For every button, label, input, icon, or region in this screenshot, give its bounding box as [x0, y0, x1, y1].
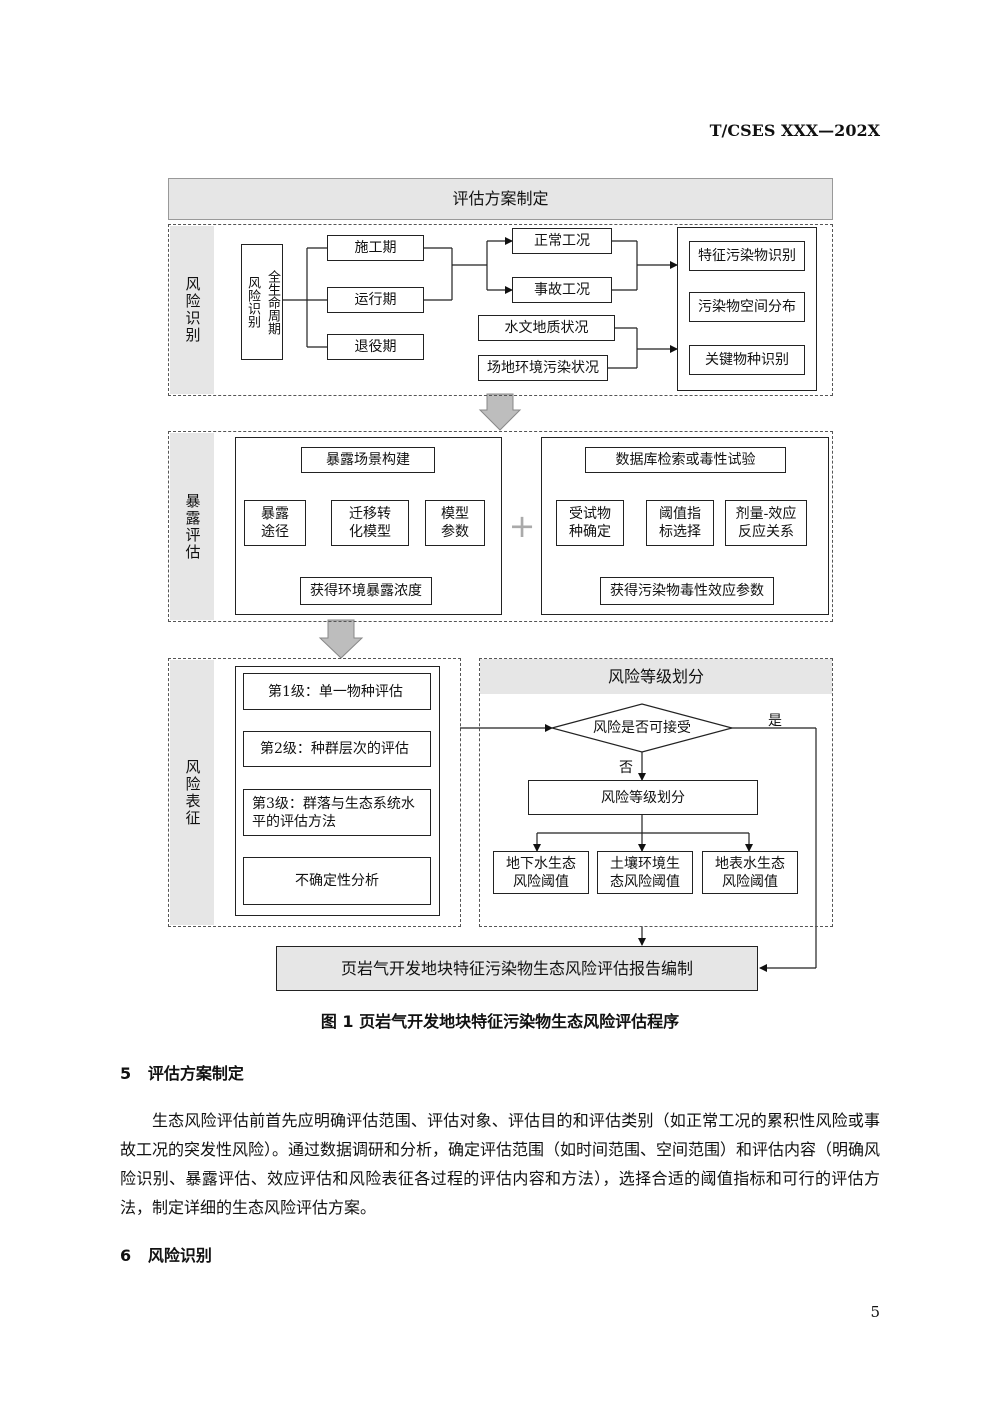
- risk-identification-section: [168, 224, 833, 396]
- decision-yes-label: 是: [768, 713, 782, 729]
- phase-decommission: 退役期: [327, 334, 424, 360]
- exposure-pathway-box: 暴露途径: [244, 500, 306, 546]
- output-pollutant-identification: 特征污染物识别: [689, 241, 805, 271]
- plan-title-box: 评估方案制定: [168, 178, 833, 220]
- surface-water-threshold-box: 地表水生态风险阈值: [702, 851, 798, 894]
- risk-grading-section: [479, 658, 833, 927]
- phase-construction: 施工期: [327, 235, 424, 261]
- section-6-heading: 6 风险识别: [120, 1246, 212, 1265]
- risk-grading-title: 风险等级划分: [480, 659, 832, 694]
- output-spatial-distribution: 污染物空间分布: [689, 292, 805, 322]
- lifecycle-box: 全生命周期 风险识别: [241, 244, 283, 360]
- flow-arrow-down-1: [478, 393, 522, 431]
- section-5-paragraph: 生态风险评估前首先应明确评估范围、评估对象、评估目的和评估类别（如正常工况的累积…: [120, 1111, 881, 1217]
- groundwater-threshold-box: 地下水生态风险阈值: [493, 851, 589, 894]
- section-5-heading: 5 评估方案制定: [120, 1064, 244, 1083]
- soil-threshold-box: 土壤环境生态风险阈值: [597, 851, 693, 894]
- env-exposure-concentration-box: 获得环境暴露浓度: [300, 577, 432, 605]
- plus-sign: +: [508, 507, 536, 545]
- level-3-box: 第3级：群落与生态系统水平的评估方法: [243, 789, 431, 836]
- risk-characterization-label: 风险表征: [170, 660, 214, 925]
- exposure-assessment-section: [168, 431, 833, 622]
- decision-text: 风险是否可接受: [593, 720, 691, 736]
- exposure-assessment-label: 暴露评估: [170, 433, 214, 620]
- dose-response-box: 剂量-效应反应关系: [725, 500, 807, 546]
- hydrogeology-status: 水文地质状况: [478, 315, 615, 341]
- level-2-box: 第2级：种群层次的评估: [243, 731, 431, 767]
- database-toxicity-box: 数据库检索或毒性试验: [585, 447, 786, 473]
- risk-grading-box: 风险等级划分: [528, 780, 758, 815]
- threshold-indicator-box: 阈值指标选择: [646, 500, 714, 546]
- site-pollution-status: 场地环境污染状况: [478, 355, 608, 381]
- test-species-box: 受试物种确定: [556, 500, 624, 546]
- decision-diamond: [549, 703, 735, 753]
- exposure-scenario-box: 暴露场景构建: [301, 447, 435, 473]
- decision-no-label: 否: [619, 760, 633, 776]
- page-number: 5: [870, 1303, 880, 1321]
- toxicity-parameters-box: 获得污染物毒性效应参数: [600, 577, 774, 605]
- lifecycle-line-1: 全生命周期: [265, 269, 280, 335]
- model-parameter-box: 模型参数: [425, 500, 485, 546]
- condition-accident: 事故工况: [512, 277, 612, 303]
- risk-identification-label: 风险识别: [170, 226, 214, 394]
- lifecycle-line-2: 风险识别: [245, 276, 260, 328]
- phase-operation: 运行期: [327, 287, 424, 313]
- level-1-box: 第1级：单一物种评估: [243, 673, 431, 710]
- final-report-box: 页岩气开发地块特征污染物生态风险评估报告编制: [276, 946, 758, 991]
- doc-code: T/CSES XXX—202X: [709, 121, 880, 140]
- uncertainty-analysis-box: 不确定性分析: [243, 857, 431, 905]
- figure-caption: 图 1 页岩气开发地块特征污染物生态风险评估程序: [320, 1012, 680, 1031]
- output-key-species: 关键物种识别: [689, 345, 805, 375]
- risk-characterization-section: [168, 658, 461, 927]
- migration-model-box: 迁移转化模型: [331, 500, 409, 546]
- condition-normal: 正常工况: [512, 228, 612, 254]
- flow-arrow-down-2: [318, 619, 364, 659]
